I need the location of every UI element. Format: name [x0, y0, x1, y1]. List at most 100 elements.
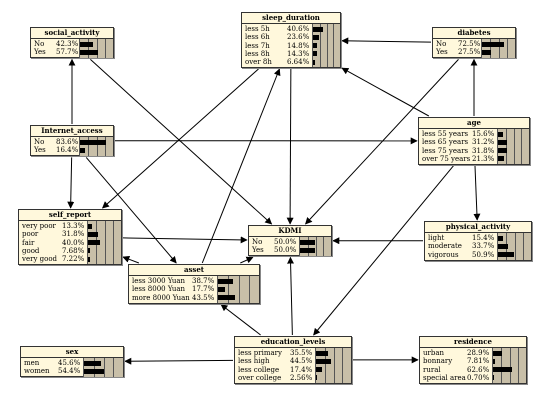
state-percent: 17.4% [290, 365, 313, 374]
state-label: good [22, 246, 40, 255]
state-label: Yes [436, 48, 448, 57]
state-label: less 75 years [422, 146, 469, 155]
state-label: poor [22, 230, 39, 239]
state-percent: 23.6% [287, 33, 310, 42]
state-bar [300, 239, 315, 245]
state-bar [84, 368, 105, 374]
state-percent: 6.64% [287, 57, 310, 66]
state-label: moderate [428, 242, 462, 251]
state-percent: 83.6% [56, 138, 79, 147]
state-percent: 72.5% [458, 40, 481, 49]
state-percent: 43.5% [192, 293, 215, 302]
state-label: special area [423, 373, 466, 382]
state-bar [493, 358, 496, 364]
state-bar [493, 350, 502, 356]
bar-gridline [104, 221, 106, 265]
bar-gridline [248, 276, 250, 303]
state-bar [88, 248, 91, 254]
state-label: very poor [22, 222, 56, 231]
state-label: over 75 years [422, 154, 471, 163]
state-bar [80, 49, 98, 55]
edge-sleep-duration-to-kdmi [286, 68, 294, 225]
bar-gridline [498, 39, 500, 58]
state-row: urban 28.9% [420, 349, 526, 357]
bar-gridline [319, 24, 321, 68]
state-bar [218, 278, 234, 284]
state-bar [498, 156, 505, 162]
state-label: vigorous [428, 250, 459, 259]
state-bar [80, 139, 106, 145]
state-label: less 3000 Yuan [132, 277, 186, 286]
node-title: residence [420, 337, 526, 349]
edge-education-levels-to-asset [220, 304, 261, 336]
state-percent: 50.0% [274, 238, 297, 247]
state-percent: 31.2% [472, 138, 495, 147]
state-percent: 21.3% [472, 154, 495, 163]
state-bar [80, 147, 86, 153]
bar-gridline [228, 276, 230, 303]
edges-layer [67, 37, 481, 365]
bar-gridline [315, 237, 317, 256]
state-bar [80, 41, 94, 47]
bar-gridline [112, 221, 114, 265]
state-percent: 15.6% [472, 130, 495, 139]
bar-gridline [514, 233, 516, 260]
state-bar [313, 43, 317, 49]
edge-self-report-to-kdmi [122, 236, 248, 244]
state-percent: 31.8% [472, 146, 495, 155]
bar-gridline [88, 137, 90, 156]
state-label: urban [423, 349, 445, 358]
state-percent: 44.5% [290, 357, 313, 366]
bar-gridline [509, 348, 511, 383]
state-label: rural [423, 365, 441, 374]
state-bar [88, 231, 98, 237]
state-percent: 16.4% [56, 146, 79, 155]
state-bar [316, 375, 317, 381]
state-bar [88, 240, 101, 246]
state-bar [498, 252, 514, 258]
state-percent: 14.3% [287, 49, 310, 58]
state-bar [316, 350, 328, 356]
state-label: women [24, 367, 50, 376]
state-percent: 50.0% [274, 246, 297, 255]
state-percent: 28.9% [467, 349, 490, 358]
bar-gridline [517, 348, 519, 383]
edge-education-levels-to-sex [124, 357, 234, 365]
state-label: less high [238, 357, 270, 366]
